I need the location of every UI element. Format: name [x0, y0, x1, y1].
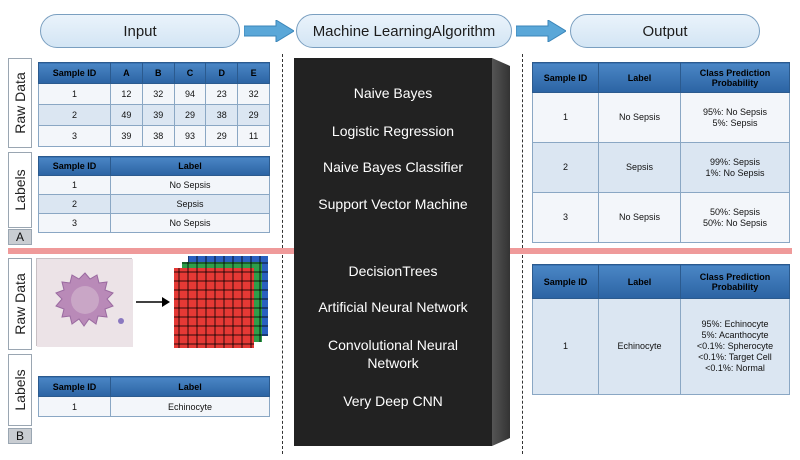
input-header: Input: [40, 14, 240, 48]
side-label-raw-data-a: Raw Data: [8, 58, 32, 148]
side-label-labels-a: Labels: [8, 152, 32, 228]
side-label-raw-data-b: Raw Data: [8, 258, 32, 350]
section-tag-b: B: [8, 428, 32, 444]
table-header: D: [205, 62, 239, 84]
input-header-label: Input: [123, 22, 157, 40]
output-header: Output: [570, 14, 760, 48]
algorithm-item: Very Deep CNN: [343, 393, 443, 409]
right-arrow-icon: [516, 20, 566, 42]
table-header: Sample ID: [38, 376, 111, 397]
table-header: Label: [598, 62, 681, 93]
table-row: 1 Echinocyte 95%: Echinocyte 5%: Acantho…: [532, 298, 790, 395]
algorithm-box: [294, 58, 492, 446]
algorithm-item: Support Vector Machine: [318, 196, 468, 212]
table-header: Label: [110, 156, 270, 176]
table-header: Class Prediction Probability: [680, 264, 790, 299]
divider-left: [282, 54, 283, 454]
algorithm-item: Naive Bayes: [353, 85, 433, 101]
table-header: Label: [598, 264, 681, 299]
table-header: A: [110, 62, 143, 84]
pixel-grid-icon: [174, 256, 268, 348]
table-header: Label: [110, 376, 270, 397]
section-tag-a: A: [8, 229, 32, 245]
divider-right: [522, 54, 523, 454]
cell-image: [36, 258, 133, 347]
right-arrow-icon: [136, 297, 170, 307]
algorithm-item: Artificial Neural Network: [318, 299, 468, 315]
table-header: Sample ID: [532, 62, 599, 93]
output-table-a: Sample ID Label Class Prediction Probabi…: [532, 62, 790, 243]
algorithm-header: Machine LearningAlgorithm: [296, 14, 512, 48]
algorithm-box-side: [492, 58, 510, 446]
algorithm-header-label: Machine LearningAlgorithm: [312, 22, 496, 40]
side-label-labels-b: Labels: [8, 354, 32, 426]
output-table-b: Sample ID Label Class Prediction Probabi…: [532, 264, 790, 395]
output-header-label: Output: [642, 22, 688, 40]
table-header: Class Prediction Probability: [680, 62, 790, 93]
algorithm-item: DecisionTrees: [348, 263, 438, 279]
table-header: Sample ID: [532, 264, 599, 299]
table-header: B: [141, 62, 175, 84]
algorithm-item: Naive Bayes Classifier: [322, 159, 464, 175]
table-header: E: [237, 62, 270, 84]
table-header: Sample ID: [38, 62, 111, 84]
right-arrow-icon: [244, 20, 294, 42]
algorithm-item: Logistic Regression: [331, 123, 455, 139]
algorithm-item: Convolutional Neural Network: [328, 337, 458, 371]
table-header: Sample ID: [38, 156, 111, 176]
table-header: C: [173, 62, 207, 84]
